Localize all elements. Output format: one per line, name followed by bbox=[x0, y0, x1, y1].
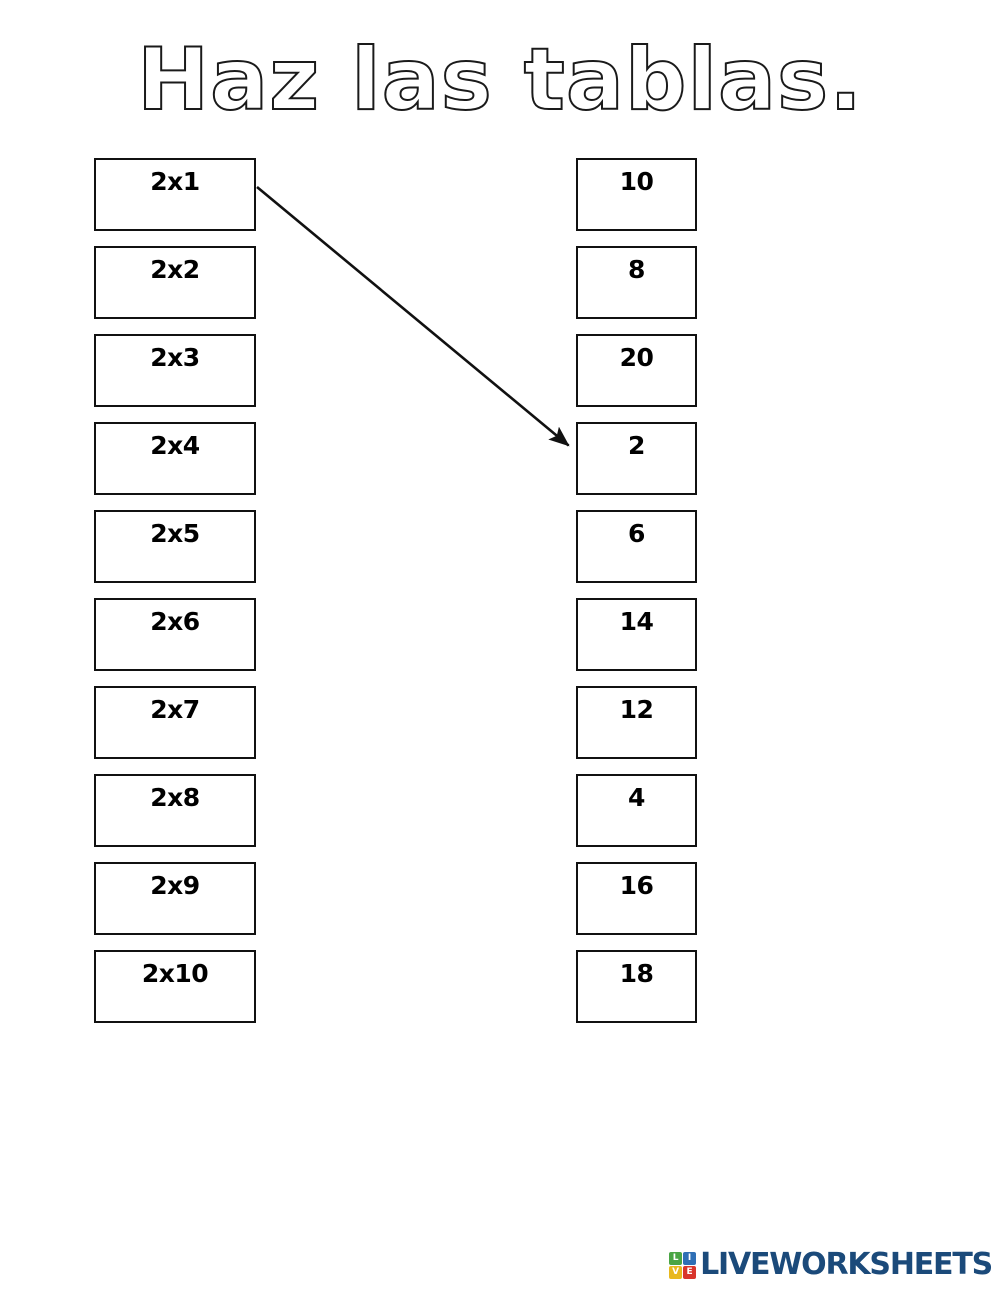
answer-box-5[interactable]: 6 bbox=[576, 510, 697, 583]
logo-cell-i: I bbox=[683, 1251, 697, 1265]
logo-cell-l: L bbox=[669, 1251, 683, 1265]
expression-label: 2x1 bbox=[150, 167, 200, 196]
expression-box-6[interactable]: 2x6 bbox=[94, 598, 256, 671]
answer-label: 12 bbox=[619, 695, 654, 724]
expression-label: 2x3 bbox=[150, 343, 200, 372]
expression-label: 2x4 bbox=[150, 431, 200, 460]
expression-box-9[interactable]: 2x9 bbox=[94, 862, 256, 935]
answer-box-2[interactable]: 8 bbox=[576, 246, 697, 319]
answer-label: 14 bbox=[619, 607, 654, 636]
answer-label: 20 bbox=[619, 343, 654, 372]
answer-label: 16 bbox=[619, 871, 654, 900]
expression-label: 2x8 bbox=[150, 783, 200, 812]
multiplication-expressions-column: 2x1 2x2 2x3 2x4 2x5 2x6 2x7 2x8 2x9 2x10 bbox=[94, 158, 256, 1038]
answer-box-3[interactable]: 20 bbox=[576, 334, 697, 407]
logo-cell-v: V bbox=[669, 1265, 683, 1279]
expression-box-4[interactable]: 2x4 bbox=[94, 422, 256, 495]
answer-box-7[interactable]: 12 bbox=[576, 686, 697, 759]
logo-cell-e: E bbox=[683, 1265, 697, 1279]
page-title: Haz las tablas. bbox=[136, 30, 863, 130]
answer-box-6[interactable]: 14 bbox=[576, 598, 697, 671]
liveworksheets-wordmark: LIVEWORKSHEETS bbox=[700, 1247, 993, 1282]
answer-box-1[interactable]: 10 bbox=[576, 158, 697, 231]
expression-box-5[interactable]: 2x5 bbox=[94, 510, 256, 583]
expression-label: 2x2 bbox=[150, 255, 200, 284]
connector-arrow[interactable] bbox=[256, 185, 570, 447]
answer-box-8[interactable]: 4 bbox=[576, 774, 697, 847]
liveworksheets-logo: L I V E LIVEWORKSHEETS bbox=[669, 1247, 993, 1283]
answer-box-10[interactable]: 18 bbox=[576, 950, 697, 1023]
answer-box-4[interactable]: 2 bbox=[576, 422, 697, 495]
answer-label: 2 bbox=[628, 431, 645, 460]
expression-label: 2x7 bbox=[150, 695, 200, 724]
answer-box-9[interactable]: 16 bbox=[576, 862, 697, 935]
expression-box-2[interactable]: 2x2 bbox=[94, 246, 256, 319]
expression-box-10[interactable]: 2x10 bbox=[94, 950, 256, 1023]
expression-label: 2x10 bbox=[141, 959, 209, 988]
matching-exercise: 2x1 2x2 2x3 2x4 2x5 2x6 2x7 2x8 2x9 2x10 bbox=[94, 158, 697, 1038]
answer-values-column: 10 8 20 2 6 14 12 4 16 18 bbox=[576, 158, 697, 1038]
expression-label: 2x9 bbox=[150, 871, 200, 900]
expression-label: 2x5 bbox=[150, 519, 200, 548]
answer-label: 4 bbox=[628, 783, 645, 812]
liveworksheets-mark-icon: L I V E bbox=[669, 1251, 697, 1279]
expression-box-1[interactable]: 2x1 bbox=[94, 158, 256, 231]
answer-label: 6 bbox=[628, 519, 645, 548]
answer-label: 18 bbox=[619, 959, 654, 988]
expression-box-7[interactable]: 2x7 bbox=[94, 686, 256, 759]
expression-box-3[interactable]: 2x3 bbox=[94, 334, 256, 407]
expression-label: 2x6 bbox=[150, 607, 200, 636]
answer-label: 10 bbox=[619, 167, 654, 196]
expression-box-8[interactable]: 2x8 bbox=[94, 774, 256, 847]
answer-label: 8 bbox=[628, 255, 645, 284]
